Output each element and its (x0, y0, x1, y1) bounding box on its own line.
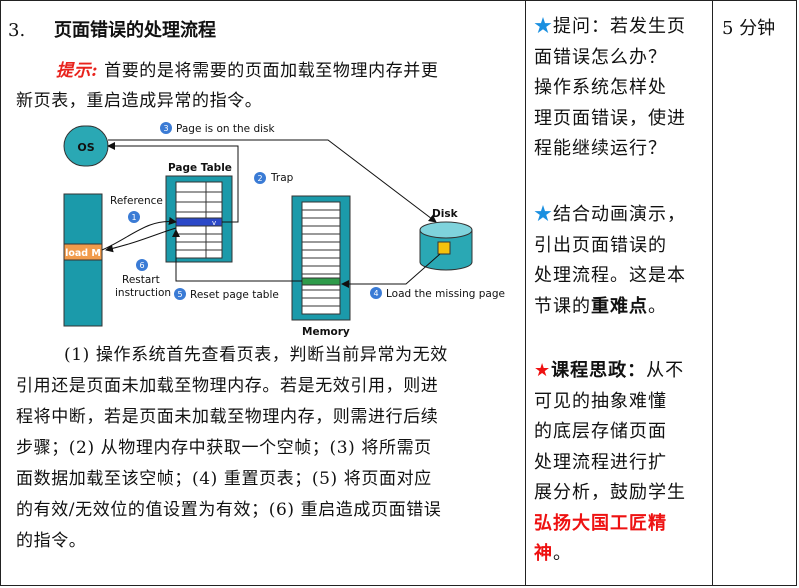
step-2-label: Trap (270, 172, 294, 184)
memory-label: Memory (302, 326, 350, 338)
page-fault-diagram: OS 3 Page is on the disk Page Table v 2 … (63, 122, 505, 338)
svg-text:6: 6 (139, 261, 144, 270)
red-star-icon: ★ (534, 360, 552, 381)
ethics-emphasis-1: 弘扬大国工匠精 (534, 512, 667, 534)
svg-text:4: 4 (373, 289, 378, 298)
demo-note: ★结合动画演示， 引出页面错误的 处理流程。这是本 节课的重难点。 (534, 204, 686, 317)
body-line-4: 步骤；(2) 从物理内存中获取一个空帧；(3) 将所需页 (16, 438, 432, 458)
ethics-note: ★课程思政：从不 可见的抽象难懂 的底层存储页面 处理流程进行扩 展分析，鼓励学… (534, 356, 710, 570)
body-line-3: 程将中断，若是页面未加载至物理内存，则需进行后续 (16, 407, 439, 427)
ethics-label: 课程思政： (551, 360, 647, 381)
page-table-label: Page Table (168, 162, 232, 174)
step-3-badge (160, 122, 172, 134)
disk-label: Disk (432, 208, 459, 220)
svg-text:1: 1 (131, 213, 136, 222)
valid-bit: v (212, 219, 216, 227)
body-line-7: 的指令。 (16, 531, 87, 551)
step-4-badge (370, 287, 382, 299)
step-4-label: Load the missing page (386, 288, 505, 300)
body-line-2: 引用还是页面未加载至物理内存。若是无效引用，则进 (16, 376, 439, 396)
section-heading: 3. 页面错误的处理流程 (8, 16, 216, 42)
hint-line-2: 新页表，重启造成异常的指令。 (16, 91, 263, 111)
duration: 5 分钟 (722, 18, 776, 39)
program-label: load M (65, 248, 101, 259)
step-1-badge (128, 211, 140, 223)
demo-emphasis: 重难点 (591, 295, 648, 317)
column-divider-1 (525, 0, 526, 586)
disk-page (437, 241, 451, 255)
step-6-label-2: instruction (115, 287, 171, 299)
memory-block: Memory (291, 195, 351, 338)
column-divider-2 (712, 0, 713, 586)
disk-node: Disk (419, 208, 473, 271)
body-line-1: (1) 操作系统首先查看页表，判断当前异常为无效 (64, 345, 448, 365)
hint-label: 提示: (56, 61, 99, 81)
step-6-label-1: Restart (122, 274, 160, 286)
memory-loaded-frame (301, 277, 341, 286)
svg-text:2: 2 (257, 174, 262, 183)
step-1-label: Reference (110, 195, 163, 207)
blue-star-icon: ★ (534, 16, 553, 37)
step-3-num: 3 (163, 124, 168, 133)
blue-star-icon: ★ (534, 204, 553, 225)
body-line-5: 面数据加载至该空帧；(4) 重置页表；(5) 将页面对应 (16, 469, 432, 489)
os-label: OS (77, 141, 94, 154)
ethics-emphasis-2: 神 (534, 543, 553, 564)
program-block: load M (63, 193, 103, 327)
os-node: OS (63, 125, 109, 167)
page-table-rows: v (175, 181, 223, 259)
hint-line-1: 提示: 首要的是将需要的页面加载至物理内存并更 (56, 56, 439, 86)
section-number: 3. (8, 20, 26, 41)
step-2-badge (254, 172, 266, 184)
question-note: ★提问：若发生页 面错误怎么办？ 操作系统怎样处 理页面错误，使进 程能继续运行… (534, 16, 686, 159)
step-5-label: Reset page table (190, 289, 279, 301)
hint-text-1: 首要的是将需要的页面加载至物理内存并更 (104, 61, 439, 81)
step-5-badge (174, 288, 186, 300)
section-title: 页面错误的处理流程 (54, 20, 216, 41)
step-6-badge (136, 259, 148, 271)
step-3-label: Page is on the disk (176, 123, 276, 135)
body-line-6: 的有效/无效位的值设置为有效；(6) 重启造成页面错误 (16, 500, 442, 520)
svg-text:5: 5 (177, 290, 182, 299)
